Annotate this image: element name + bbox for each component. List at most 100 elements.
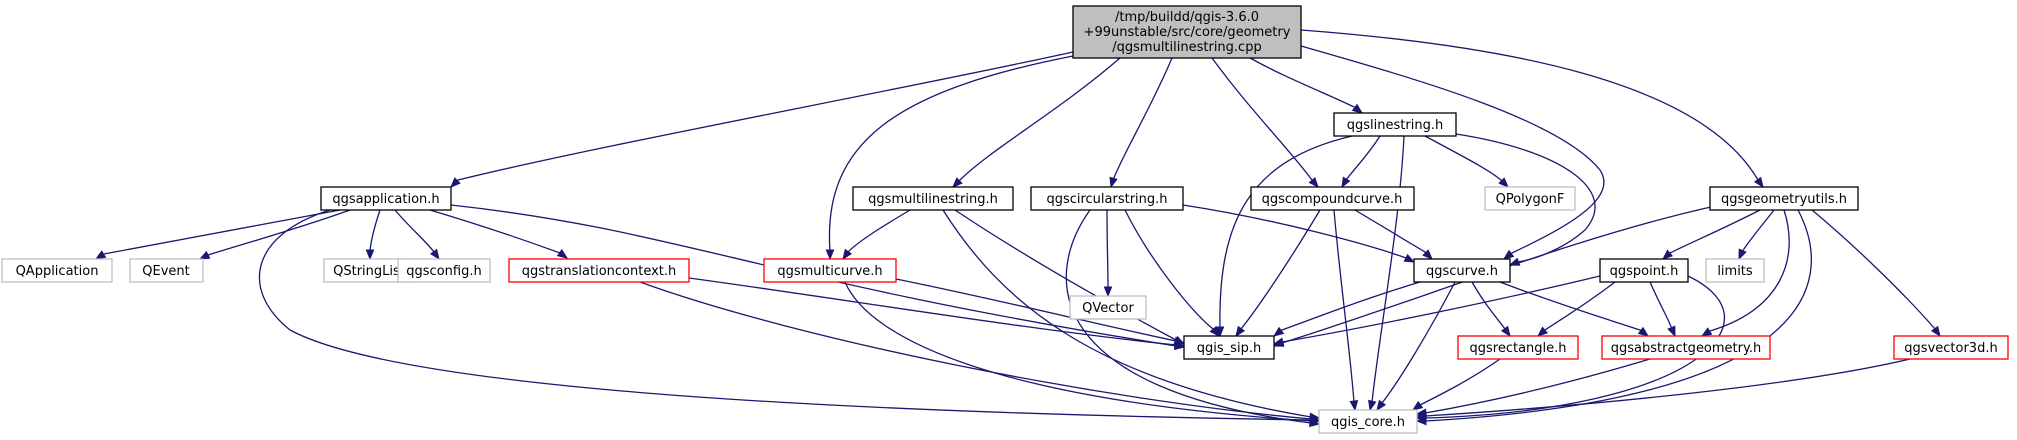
- node-qgstranslationcontext[interactable]: qgstranslationcontext.h: [508, 258, 690, 283]
- edge-app-qapplication: [95, 209, 341, 260]
- edge-linestring-qgis_core: [1369, 135, 1405, 411]
- arrowhead-app-qevent: [198, 250, 211, 260]
- edge-geo-qgis_core: [1417, 209, 1812, 422]
- edge-root-qgscircularstring: [1110, 57, 1173, 188]
- arrowhead-linestring-qpolygonf: [1498, 177, 1509, 188]
- arrowhead-app-qstringlist: [365, 249, 375, 261]
- arrowhead-curve-abstractgeometry: [1637, 326, 1650, 337]
- edge-geo-qgspoint: [1662, 209, 1761, 260]
- arrowhead-geo-limits: [1738, 248, 1747, 261]
- node-qvector[interactable]: QVector: [1069, 295, 1147, 320]
- arrowhead-vec3d-qgis_core: [1415, 411, 1427, 421]
- arrowhead-point-qgsrectangle: [1536, 326, 1549, 337]
- node-qgscompoundcurve[interactable]: qgscompoundcurve.h: [1250, 186, 1415, 211]
- arrowhead-point-qgis_sip: [1272, 337, 1285, 346]
- arrowhead-rect-qgis_core: [1411, 400, 1424, 411]
- node-qgspoint[interactable]: qgspoint.h: [1599, 258, 1689, 283]
- node-qgsconfig[interactable]: qgsconfig.h: [397, 258, 491, 283]
- node-qgsmulticurve[interactable]: qgsmulticurve.h: [763, 258, 897, 283]
- node-label: qgstranslationcontext.h: [522, 264, 677, 279]
- node-qgscurve[interactable]: qgscurve.h: [1413, 258, 1511, 283]
- edge-multicurve-qgis_core: [844, 281, 1319, 422]
- arrowhead-root-qgscurve: [1502, 249, 1515, 260]
- node-label: qgspoint.h: [1610, 264, 1679, 279]
- node-qgsmultilinestring[interactable]: qgsmultilinestring.h: [852, 186, 1014, 211]
- node-qgsgeometryutils[interactable]: qgsgeometryutils.h: [1709, 186, 1859, 211]
- arrowhead-app-qgsconfig: [429, 248, 440, 261]
- edge-curve-qgsrectangle: [1471, 281, 1511, 337]
- edge-vec3d-qgis_core: [1417, 358, 1911, 417]
- arrowhead-comp-qgis_core: [1349, 400, 1359, 412]
- edge-app-translation: [429, 209, 568, 259]
- node-qgscircularstring[interactable]: qgscircularstring.h: [1030, 186, 1184, 211]
- node-qgsrectangle[interactable]: qgsrectangle.h: [1457, 335, 1579, 360]
- node-label: qgis_sip.h: [1197, 341, 1261, 356]
- root-path-line-1: /tmp/buildd/qgis-3.6.0: [1115, 10, 1259, 25]
- arrowhead-app-translation: [556, 248, 569, 259]
- arrowhead-root-qgsapplication: [450, 177, 461, 188]
- root-path-line-3: /qgsmultilinestring.cpp: [1112, 40, 1261, 55]
- edge-root-qgslinestring: [1249, 57, 1363, 114]
- node-root-file[interactable]: /tmp/buildd/qgis-3.6.0 +99unstable/src/c…: [1072, 5, 1302, 59]
- node-label: qgis_core.h: [1331, 415, 1405, 430]
- node-qgsvector3d[interactable]: qgsvector3d.h: [1893, 335, 2009, 360]
- edge-curve-qgis_core: [1376, 281, 1456, 411]
- node-label: QStringList: [333, 264, 405, 279]
- arrowhead-circ-qvector: [1103, 286, 1113, 298]
- arrowhead-root-qgslinestring: [1351, 103, 1364, 114]
- node-qgis-core[interactable]: qgis_core.h: [1318, 409, 1418, 434]
- edge-circ-qgscurve: [1182, 204, 1415, 263]
- node-label: qgscompoundcurve.h: [1262, 192, 1403, 207]
- arrowhead-root-qgscircularstring: [1109, 176, 1118, 189]
- edge-app-qgis_sip: [450, 204, 1185, 348]
- arrowhead-circ-qgscurve: [1403, 253, 1416, 263]
- edge-geo-qgsvector3d: [1811, 209, 1941, 337]
- node-qgis-sip[interactable]: qgis_sip.h: [1183, 335, 1275, 360]
- arrowhead-linestring-compound: [1341, 176, 1351, 189]
- node-label: qgsabstractgeometry.h: [1611, 341, 1761, 356]
- node-qstringlist[interactable]: QStringList: [323, 258, 415, 283]
- node-qapplication[interactable]: QApplication: [1, 258, 113, 283]
- edge-linestring-qgis_sip: [1219, 135, 1353, 336]
- edge-mls-qgis_sip: [954, 209, 1185, 345]
- edge-root-qgscurve: [1300, 45, 1605, 260]
- root-path-line-2: +99unstable/src/core/geometry: [1084, 25, 1291, 40]
- edge-comp-qgis_core: [1333, 209, 1356, 411]
- arrowhead-linestring-qgis_sip: [1215, 326, 1225, 338]
- edge-root-qgsmulticurve: [828, 55, 1074, 259]
- node-label: qgsmultilinestring.h: [868, 192, 998, 207]
- dependency-nodes: /tmp/buildd/qgis-3.6.0 +99unstable/src/c…: [1, 5, 2009, 434]
- node-label: qgsconfig.h: [406, 264, 481, 279]
- node-label: qgsgeometryutils.h: [1721, 192, 1847, 207]
- arrowhead-mls-qgsmulticurve: [842, 248, 853, 261]
- edge-multicurve-qgis_sip: [895, 278, 1185, 344]
- node-qgslinestring[interactable]: qgslinestring.h: [1333, 112, 1457, 137]
- edge-geo-abstractgeometry: [1701, 209, 1790, 337]
- node-label: qgsvector3d.h: [1904, 341, 1997, 356]
- arrowhead-curve-qgis_core: [1376, 399, 1387, 412]
- dependency-edges: [94, 29, 1941, 428]
- edge-linestring-qpolygonf: [1424, 135, 1509, 188]
- edge-root-qgsapplication: [450, 51, 1074, 188]
- arrowhead-root-qgscompoundcurve: [1308, 176, 1319, 189]
- arrowhead-root-qgsmultilinestring: [952, 177, 963, 188]
- edge-circ-qvector: [1106, 209, 1109, 296]
- arrowhead-app-qapplication: [94, 250, 107, 260]
- node-qgsabstractgeometry[interactable]: qgsabstractgeometry.h: [1601, 335, 1771, 360]
- node-label: qgsrectangle.h: [1469, 341, 1566, 356]
- node-qgsapplication[interactable]: qgsapplication.h: [320, 186, 452, 211]
- node-qpolygonf[interactable]: QPolygonF: [1484, 186, 1576, 211]
- edge-abs-qgis_core: [1416, 358, 1651, 415]
- node-qevent[interactable]: QEvent: [129, 258, 204, 283]
- arrowhead-curve-qgis_sip: [1272, 326, 1285, 337]
- edge-root-qgscompoundcurve: [1211, 57, 1319, 188]
- node-limits[interactable]: limits: [1705, 258, 1765, 283]
- edge-point-qgis_sip: [1273, 275, 1601, 345]
- edge-comp-qgscurve: [1354, 209, 1433, 260]
- arrowhead-comp-qgscurve: [1422, 249, 1433, 260]
- edge-point-qgsrectangle: [1537, 281, 1616, 337]
- arrowhead-root-qgsmulticurve: [825, 249, 835, 261]
- arrowhead-circ-qgis_sip: [1209, 325, 1220, 338]
- edge-root-qgsgeometryutils: [1300, 29, 1764, 188]
